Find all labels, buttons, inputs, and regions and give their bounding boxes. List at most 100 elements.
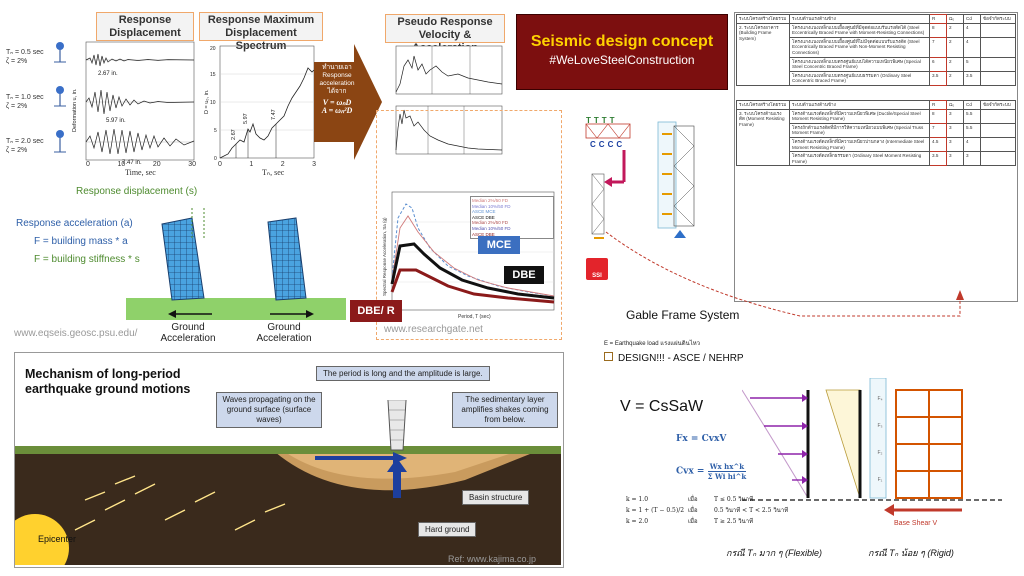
spec-ytick: 15 [210, 72, 216, 78]
table-cell: 4 [963, 36, 981, 58]
spec-xtick: 0 [218, 161, 222, 168]
table-row: โครงต้านแรงดัดเหล็กธรรมดา (Ordinary Stee… [737, 151, 1016, 167]
table-header-cell: ระบบต้านแรงด้านข้าง [789, 14, 930, 24]
mechanism-title-line: Mechanism of long-period [25, 367, 181, 381]
legend-entry: ASCE DBE [472, 231, 495, 237]
psv-title: Pseudo Response Velocity & Acceleration … [385, 14, 505, 67]
table-cell: 7 [929, 36, 947, 58]
spectrum-xlabel: Period, T (sec) [458, 314, 491, 320]
table-header-row: ระบบโครงสร้างโดยรวม ระบบต้านแรงด้านข้าง … [736, 99, 1016, 110]
table-cell: 3 [946, 136, 964, 153]
table-cell: 2 [946, 56, 964, 72]
force-distribution-diagram [742, 378, 1002, 516]
ssi-logo-text: SSI [592, 273, 602, 279]
base-shear-label: Base Shear V [894, 520, 938, 527]
table-row: โครงต้านแรงดัดเหล็กที่มีความเหนียวปานกลา… [737, 136, 1016, 153]
response-spectrum-title: Response Maximum Displacement Spectrum [199, 12, 323, 52]
table-group-cell: 3. ระบบโครงต้านแรงดัด (Moment Resisting … [736, 108, 790, 167]
hard-ground-label: Hard ground [418, 522, 477, 537]
max-displacement-spectrum-plot: 2.67 5.97 7.47 D = u₀, in. 0 5 10 15 20 [204, 45, 315, 162]
cvx-fraction: Wx hx^k Σ Wi hi^k [707, 462, 747, 481]
psa-curve [395, 109, 503, 151]
mechanism-title: Mechanism of long-period earthquake grou… [25, 367, 190, 397]
table-cell: 3 [946, 108, 964, 124]
kajima-ref: Ref: www.kajima.co.jp [448, 554, 537, 564]
floor-force-label: F₁ [877, 477, 883, 483]
force-mass-equation: F = building mass * a [34, 236, 128, 247]
concept-title: Seismic design concept [530, 33, 714, 50]
floor-force-labels: F₄ F₃ F₂ F₁ [873, 386, 887, 494]
building-left [161, 217, 205, 301]
peak-label-10: 5.97 in. [106, 118, 126, 124]
table-cell: 4.5 [929, 136, 947, 153]
spec-ytick: 20 [210, 46, 216, 52]
table-row: โครงแกงแนงเหล็กแบบตรงศูนย์แบบธรรมดา (Ord… [737, 70, 1016, 86]
flexible-case-label: กรณี Tₙ มาก ๆ (Flexible) [726, 548, 822, 558]
ground-acceleration-right: Ground Acceleration [256, 322, 312, 344]
pendulum-icons [54, 42, 66, 153]
sedimentary-box: The sedimentary layer amplifies shakes c… [452, 392, 558, 428]
tall-building-icon [387, 400, 407, 451]
seismic-ray-arrows [74, 475, 286, 531]
displacement-trace-10 [85, 89, 195, 115]
displacement-trace-20 [85, 128, 195, 155]
building-right [267, 217, 307, 301]
displacement-time-history-plot: 2.67 in. 5.97 in. 7.47 in. Deformation u… [72, 41, 195, 166]
legend-entry: ASCE DBE [472, 214, 495, 220]
design-heading: DESIGN!!! - ASCE / NEHRP [604, 352, 744, 364]
epicenter-label: Epicenter [38, 534, 77, 544]
legend-entry: Median 10%/50 FD [472, 225, 511, 231]
table-cell: โครงแกงแนงเหล็กแบบตรงศูนย์แบบได้ความเหนี… [789, 56, 930, 72]
table-header-cell: ระบบโครงสร้างโดยรวม [736, 99, 790, 110]
table-cell [980, 56, 1016, 72]
dbe-label: DBE [504, 266, 544, 284]
base-shear-formula: V = CsSaW [620, 398, 704, 415]
table-cell: 8 [929, 108, 947, 124]
spectrum-curve [219, 67, 315, 159]
disp-xtick: 0 [86, 161, 90, 168]
floor-force-label: F₃ [877, 423, 883, 429]
spec-ytick: 10 [210, 100, 216, 106]
table-header-cell: ระบบต้านแรงด้านข้าง [789, 99, 930, 110]
table-cell: 3.5 [929, 151, 947, 167]
table-cell: 5.5 [963, 108, 981, 124]
spec-xtick: 3 [312, 161, 316, 168]
table-row: โครงถักต้านแรงดัดที่มีการให้ความเหนียวแบ… [737, 122, 1016, 138]
eq-a: A = ωₙ²D [321, 106, 353, 115]
spec-point-2: 5.97 [243, 113, 249, 124]
disp-xtick: 20 [152, 161, 161, 168]
table-cell: โครงถักต้านแรงดัดที่มีการให้ความเหนียวแบ… [789, 122, 930, 138]
spec-ytick: 0 [214, 156, 217, 162]
table-cell: 4 [963, 22, 981, 38]
table-cell: 2 [946, 22, 964, 38]
design-heading-text: DESIGN!!! - ASCE / NEHRP [618, 353, 744, 364]
eqseis-source: www.eqseis.geosc.psu.edu/ [14, 328, 138, 339]
table-cell: 5.5 [963, 122, 981, 138]
table-header-cell: Ω₀ [946, 99, 964, 110]
median-2-50-curve [391, 215, 555, 297]
table-header-cell: Cd [963, 99, 981, 110]
researchgate-source: www.researchgate.net [384, 324, 483, 335]
legend-entry: ASCE MCE [472, 209, 496, 215]
table-cell: 8 [929, 22, 947, 38]
response-displacement-label: Response displacement (s) [76, 186, 198, 197]
flexible-force-profile [742, 389, 809, 499]
table-header-cell: ระบบโครงสร้างโดยรวม [736, 14, 790, 24]
arrow-text: ทำนายเอา Response acceleration ได้จาก V … [313, 64, 361, 115]
spec-point-1: 2.67 [231, 129, 237, 140]
table-group-cell: 2. ระบบโครงอาคาร (Building Frame System) [736, 22, 790, 86]
pendulum-icon-2 [54, 86, 66, 107]
legend-entry: Median 2%/50 FD [472, 198, 509, 203]
arrow-text-line: ได้จาก [327, 88, 347, 95]
table-header-cell: R [929, 99, 947, 110]
table-cell: โครงต้านแรงดัดเหล็กที่มีความเหนียวพิเศษ … [789, 108, 930, 124]
mechanism-title-line: earthquake ground motions [25, 382, 191, 396]
tension-letters: TTTT [586, 116, 618, 125]
dber-label: DBE/ R [350, 300, 402, 322]
pseudo-spectra-plots [395, 45, 503, 155]
